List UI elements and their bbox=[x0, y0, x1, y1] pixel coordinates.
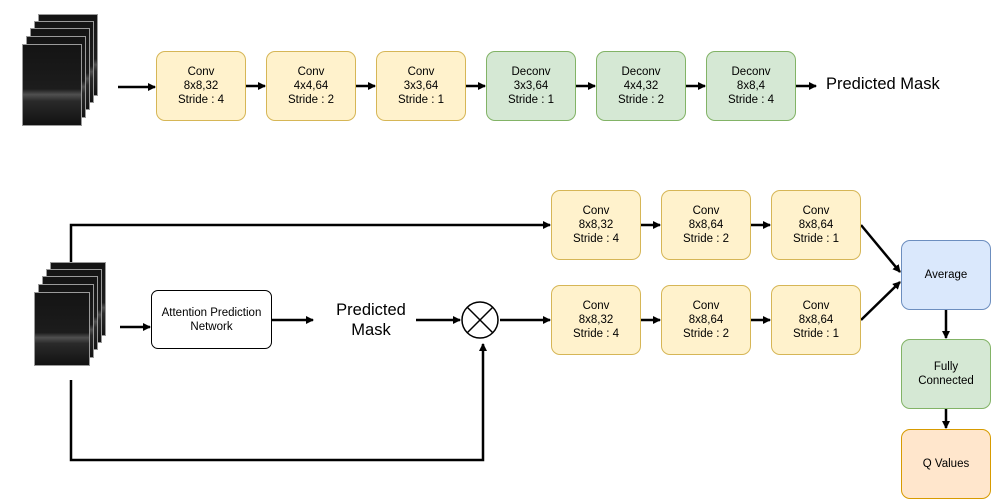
multiply-operator bbox=[461, 301, 499, 339]
q-values-node: Q Values bbox=[901, 429, 991, 499]
arrow-input-to-multiply bbox=[69, 343, 487, 462]
top-conv-3: Conv 3x3,64 Stride : 1 bbox=[376, 51, 466, 121]
input-frames-bottom bbox=[34, 262, 124, 382]
arrow-upper-to-average bbox=[860, 224, 901, 273]
top-deconv-3: Deconv 8x8,4 Stride : 4 bbox=[706, 51, 796, 121]
fully-connected-node: Fully Connected bbox=[901, 339, 991, 409]
top-conv-1: Conv 8x8,32 Stride : 4 bbox=[156, 51, 246, 121]
attention-prediction-network: Attention Prediction Network bbox=[151, 290, 272, 349]
top-deconv-2: Deconv 4x4,32 Stride : 2 bbox=[596, 51, 686, 121]
lower-conv-3: Conv 8x8,64 Stride : 1 bbox=[771, 285, 861, 355]
input-frames-top bbox=[20, 14, 120, 154]
average-node: Average bbox=[901, 240, 991, 310]
upper-conv-2: Conv 8x8,64 Stride : 2 bbox=[661, 190, 751, 260]
top-predicted-mask-label: Predicted Mask bbox=[826, 75, 940, 93]
upper-conv-1: Conv 8x8,32 Stride : 4 bbox=[551, 190, 641, 260]
top-deconv-1: Deconv 3x3,64 Stride : 1 bbox=[486, 51, 576, 121]
arrow-input-to-upper-branch bbox=[69, 221, 551, 270]
top-conv-2: Conv 4x4,64 Stride : 2 bbox=[266, 51, 356, 121]
lower-conv-2: Conv 8x8,64 Stride : 2 bbox=[661, 285, 751, 355]
bottom-predicted-mask-label: Predicted Mask bbox=[336, 301, 406, 339]
arrow-lower-to-average bbox=[860, 281, 901, 321]
upper-conv-3: Conv 8x8,64 Stride : 1 bbox=[771, 190, 861, 260]
lower-conv-1: Conv 8x8,32 Stride : 4 bbox=[551, 285, 641, 355]
